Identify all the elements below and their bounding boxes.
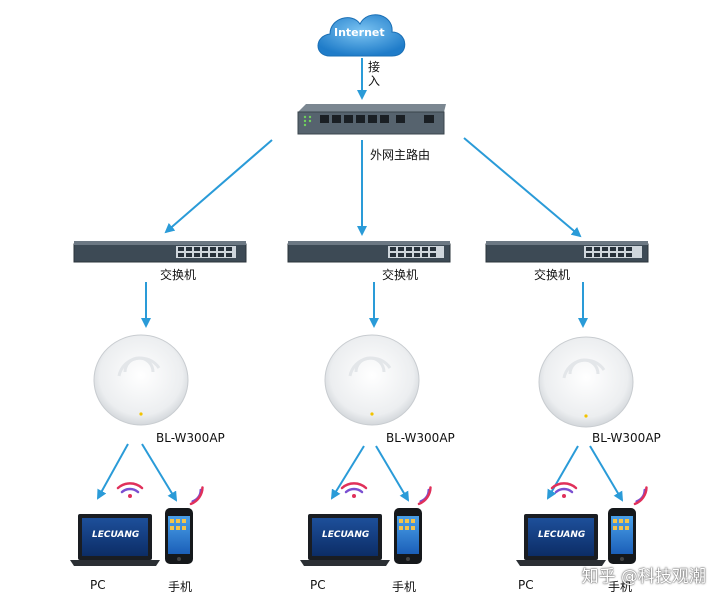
access-point-icon bbox=[93, 334, 189, 426]
access-point-icon bbox=[324, 334, 420, 426]
ap-model-label-1: BL-W300AP bbox=[156, 431, 225, 445]
switch-icon bbox=[73, 241, 247, 263]
wifi-signal-icon bbox=[417, 486, 432, 506]
pc-label-3: PC bbox=[518, 578, 534, 592]
laptop-icon bbox=[300, 514, 390, 566]
arrow-router-to-switch-3 bbox=[463, 137, 582, 238]
smartphone-icon bbox=[394, 508, 422, 564]
arrow-ap-to-pc-3 bbox=[547, 445, 579, 500]
arrow-router-to-switch-1 bbox=[164, 139, 273, 234]
smartphone-icon bbox=[165, 508, 193, 564]
switch-icon bbox=[287, 241, 451, 263]
connection-arrows bbox=[97, 58, 624, 502]
arrow-ap-to-phone-3 bbox=[589, 445, 624, 502]
switch-label-2: 交换机 bbox=[382, 268, 419, 282]
laptop-icon bbox=[70, 514, 160, 566]
access-point-icon bbox=[538, 336, 634, 428]
arrow-ap-to-pc-1 bbox=[97, 443, 129, 500]
phone-label-3: 手机 bbox=[608, 580, 633, 594]
switch-icon bbox=[485, 241, 649, 263]
ap-model-label-2: BL-W300AP bbox=[386, 431, 455, 445]
ap-model-label-3: BL-W300AP bbox=[592, 431, 661, 445]
wifi-signal-icon bbox=[189, 486, 204, 506]
wifi-signal-icon bbox=[340, 482, 368, 498]
arrow-ap-to-phone-1 bbox=[141, 443, 178, 502]
pc-label-2: PC bbox=[310, 578, 326, 592]
switch-label-1: 交换机 bbox=[160, 268, 197, 282]
wifi-signal-icon bbox=[116, 482, 144, 498]
laptop-brand-3: LECUANG bbox=[538, 530, 586, 540]
pc-label-1: PC bbox=[90, 578, 106, 592]
cloud-label: Internet bbox=[334, 26, 385, 39]
laptop-brand-2: LECUANG bbox=[322, 530, 370, 540]
phone-label-1: 手机 bbox=[168, 580, 193, 594]
uplink-label: 接入 bbox=[368, 60, 381, 88]
smartphone-icon bbox=[608, 508, 636, 564]
router-icon bbox=[297, 104, 446, 135]
phone-label-2: 手机 bbox=[392, 580, 417, 594]
router-label: 外网主路由 bbox=[370, 148, 431, 162]
watermark: 知乎 @科技观潮 bbox=[581, 567, 706, 587]
laptop-brand-1: LECUANG bbox=[92, 530, 140, 540]
switch-label-3: 交换机 bbox=[534, 268, 571, 282]
wifi-signal-icon bbox=[633, 486, 648, 506]
wifi-signal-icon bbox=[550, 482, 578, 498]
arrow-ap-to-pc-2 bbox=[330, 445, 365, 500]
arrow-ap-to-phone-2 bbox=[375, 445, 410, 502]
laptop-icon bbox=[516, 514, 606, 566]
internet-cloud-icon bbox=[317, 14, 406, 57]
